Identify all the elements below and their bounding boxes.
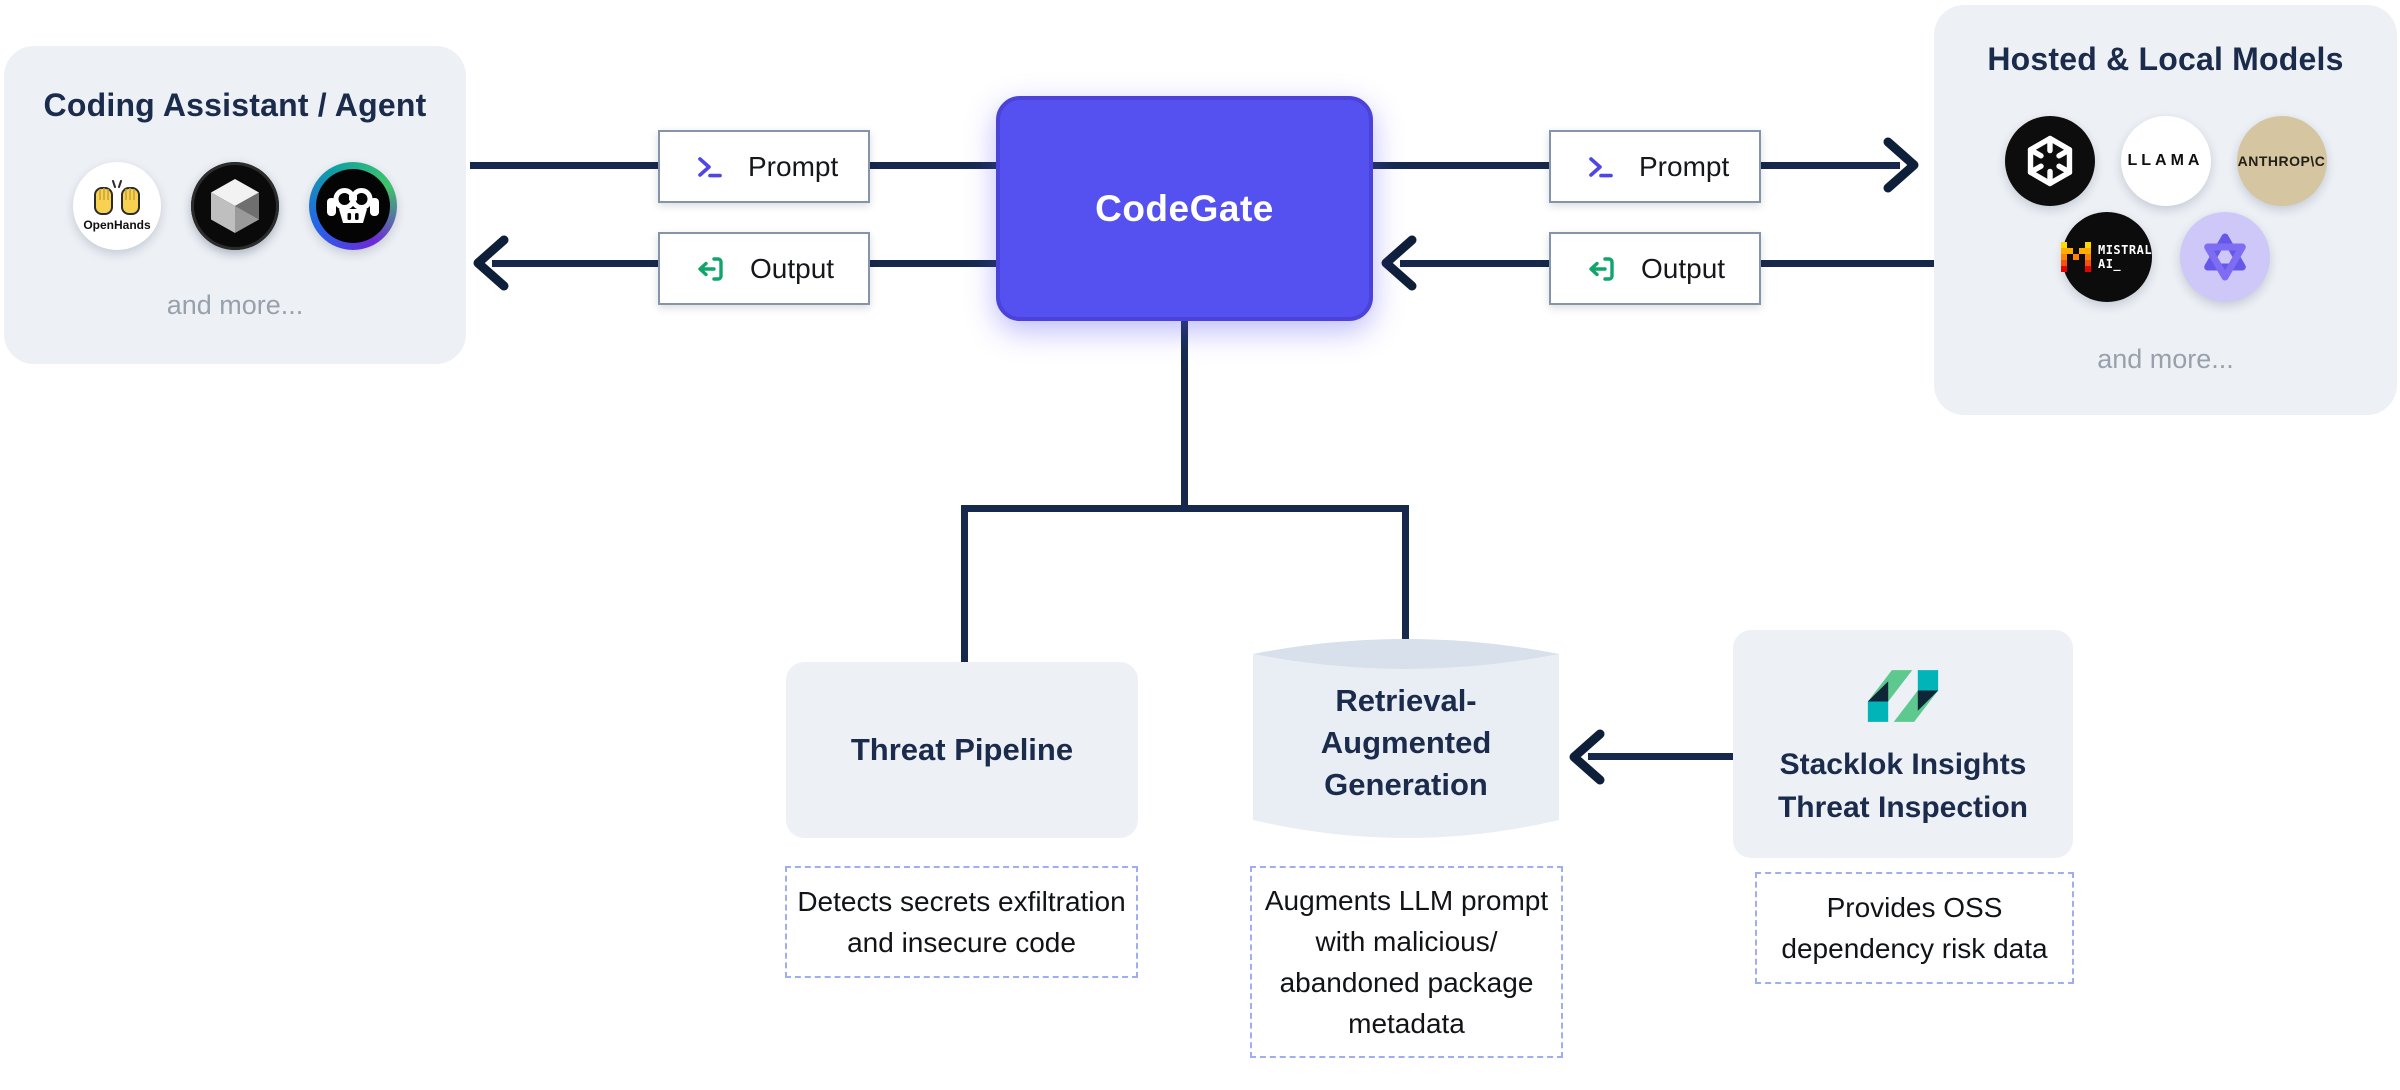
stacklok-logo-icon (1867, 670, 1939, 722)
rag-note: Augments LLM prompt with malicious/ aban… (1250, 866, 1563, 1058)
models-panel-title: Hosted & Local Models (1987, 41, 2344, 77)
rag-connector (1402, 505, 1409, 640)
anthropic-icon: ANTHROP\C (2236, 116, 2327, 206)
rag-title-line2: Augmented (1320, 725, 1492, 760)
left-and-more: and more... (166, 290, 304, 320)
robot-agent-icon (309, 162, 397, 250)
terminal-icon (1589, 156, 1613, 177)
cube-agent-icon (191, 162, 279, 250)
llama-label: LLAMA (2127, 152, 2204, 169)
prompt-label: Prompt (748, 150, 839, 182)
codegate-node: CodeGate (996, 96, 1373, 321)
hosted-local-models-panel: Hosted & Local Models LLAMA (1934, 5, 2397, 415)
note-line: abandoned package (1279, 967, 1534, 998)
openai-logo-icon (2027, 135, 2072, 187)
openhands-icon: OpenHands (73, 162, 161, 250)
output-icon (698, 256, 723, 281)
openhands-label: OpenHands (83, 218, 151, 232)
threat-pipeline-title: Threat Pipeline (850, 732, 1074, 767)
rag-node: Retrieval- Augmented Generation (1253, 628, 1559, 856)
right-prompt-arrowhead (1883, 137, 1919, 193)
stacklok-title-line2: Threat Inspection (1777, 791, 2029, 824)
right-output-arrowhead (1381, 235, 1417, 291)
robot-face-icon (327, 188, 379, 223)
note-line: metadata (1348, 1008, 1465, 1039)
output-label: Output (750, 252, 835, 284)
rag-title-line3: Generation (1324, 767, 1488, 802)
left-output-chip: Output (658, 232, 870, 305)
output-icon (1589, 256, 1614, 281)
mistral-icon: MISTRAL AI_ (2060, 212, 2153, 302)
note-line: and insecure code (847, 927, 1076, 958)
stacklok-rag-arrowhead (1569, 729, 1605, 785)
right-and-more: and more... (2097, 344, 2234, 374)
raised-hands-icon (94, 180, 140, 215)
threat-pipeline-connector (961, 505, 968, 663)
bottom-horizontal-connector (961, 505, 1409, 512)
note-line: Detects secrets exfiltration (797, 886, 1126, 917)
threat-pipeline-note: Detects secrets exfiltration and insecur… (785, 866, 1138, 978)
mistral-label-line1: MISTRAL (2097, 243, 2153, 257)
mistral-label-line2: AI_ (2097, 257, 2122, 271)
stacklok-title-line1: Stacklok Insights (1779, 748, 2027, 781)
terminal-icon (698, 156, 722, 177)
threat-pipeline-node: Threat Pipeline (786, 662, 1138, 838)
right-output-chip: Output (1549, 232, 1761, 305)
note-line: Augments LLM prompt (1264, 885, 1549, 916)
mistral-m-icon (2060, 242, 2091, 272)
codegate-label: CodeGate (1095, 187, 1274, 229)
left-prompt-chip: Prompt (658, 130, 870, 203)
right-prompt-chip: Prompt (1549, 130, 1761, 203)
coding-assistant-title: Coding Assistant / Agent (43, 87, 427, 123)
stacklok-node: Stacklok Insights Threat Inspection (1733, 630, 2073, 858)
qwen-logo-icon (2203, 233, 2246, 281)
note-line: with malicious/ (1315, 926, 1498, 957)
codegate-down-connector (1181, 321, 1188, 512)
database-cylinder-icon (1253, 639, 1559, 838)
output-label: Output (1641, 252, 1726, 284)
note-line: Provides OSS (1826, 892, 2003, 923)
left-output-arrowhead (473, 235, 509, 291)
stacklok-rag-line (1588, 753, 1733, 760)
openai-icon (2004, 116, 2095, 206)
prompt-label: Prompt (1639, 150, 1730, 182)
cube-icon (211, 179, 259, 233)
llama-icon: LLAMA (2120, 116, 2211, 206)
stacklok-note: Provides OSS dependency risk data (1755, 872, 2074, 984)
qwen-icon (2179, 212, 2270, 302)
anthropic-label: ANTHROP\C (2237, 153, 2326, 169)
note-line: dependency risk data (1781, 933, 2048, 964)
rag-title-line1: Retrieval- (1335, 683, 1477, 718)
coding-assistant-panel: Coding Assistant / Agent OpenHands (4, 46, 466, 364)
